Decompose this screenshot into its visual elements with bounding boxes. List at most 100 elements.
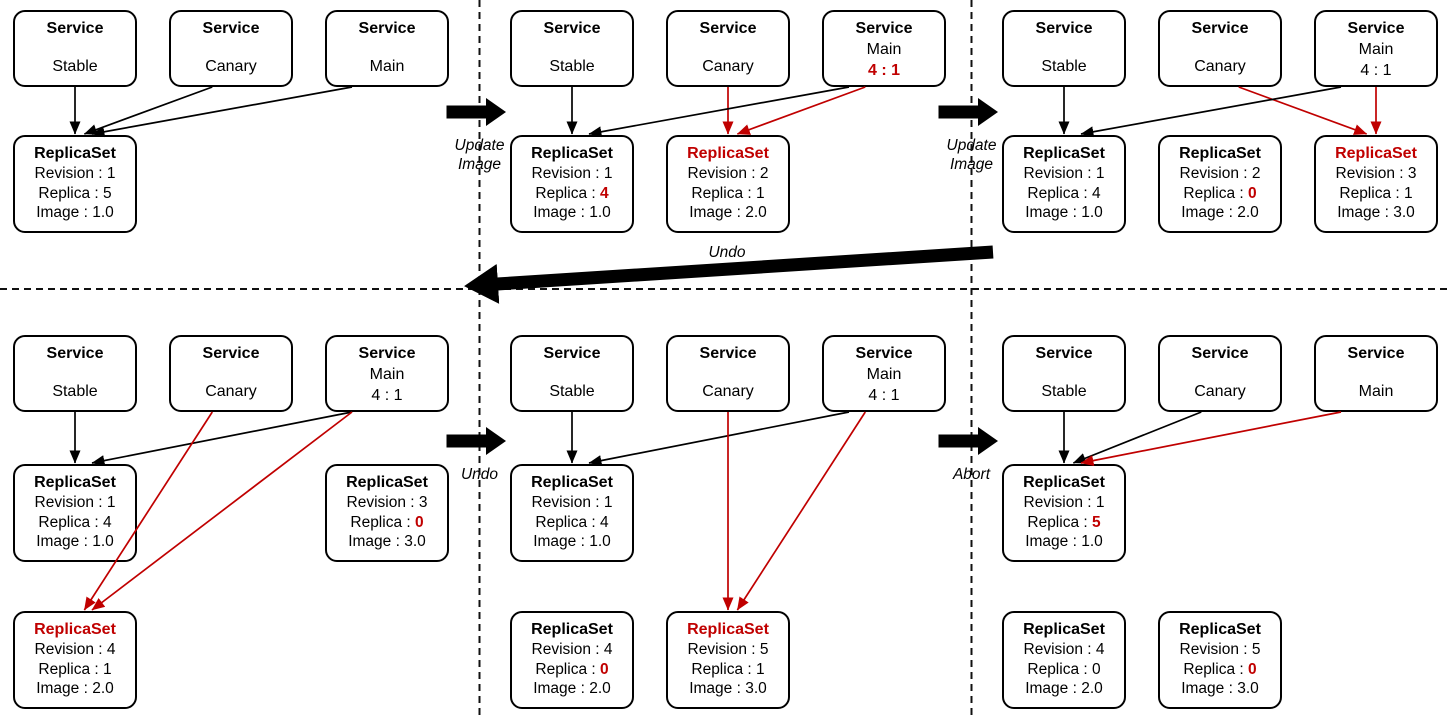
field-label: Replica : [350, 513, 415, 531]
transition-label-line: Image [949, 156, 994, 173]
field-value: 0 [1248, 184, 1257, 202]
big-undo-label: Undo [708, 244, 746, 261]
replicaset-title: ReplicaSet [1179, 145, 1261, 162]
replicaset-field: Replica : 1 [668, 660, 788, 680]
transition-label-line: Update [946, 137, 997, 154]
replicaset-field: Revision : 1 [1004, 164, 1124, 184]
service-label: Canary [1194, 58, 1246, 75]
field-value: 1.0 [92, 533, 114, 550]
field-label: Replica : [1027, 184, 1092, 202]
field-value: 4 [603, 641, 613, 658]
replicaset-field: Replica : 4 [15, 513, 135, 533]
field-label: Image : [1181, 680, 1238, 697]
field-label: Revision : [1179, 641, 1252, 658]
field-label: Image : [1025, 204, 1082, 221]
service-to-replicaset-arrow [91, 86, 353, 138]
service-labels: Main 4 : 1 [824, 364, 944, 406]
service-title: Service [202, 345, 260, 362]
field-value: 1.0 [589, 533, 611, 550]
transition-label-line: Update [454, 137, 505, 154]
replicaset-field: Image : 1.0 [1004, 532, 1124, 552]
service-to-replicaset-arrow [736, 86, 866, 135]
service-label: Stable [1041, 383, 1087, 400]
field-value: 3.0 [404, 533, 426, 550]
field-value: 4 [1092, 184, 1101, 202]
field-value: 2 [1251, 165, 1261, 182]
field-value: 2.0 [745, 204, 767, 221]
service-title: Service [46, 345, 104, 362]
field-value: 4 [106, 641, 116, 658]
transition-label-line: Abort [952, 466, 991, 483]
service-title: Service [1347, 345, 1405, 362]
service-labels: Stable [512, 56, 632, 77]
transition-label: Abort [912, 465, 1032, 484]
replicaset-field: Revision : 5 [1160, 640, 1280, 660]
field-label: Replica : [1027, 660, 1092, 678]
replicaset-title: ReplicaSet [346, 474, 428, 491]
field-label: Image : [533, 680, 590, 697]
transition-label-line: Image [457, 156, 502, 173]
replicaset-field: Image : 3.0 [1316, 203, 1436, 223]
field-label: Revision : [1023, 494, 1096, 511]
service-label: Canary [205, 58, 257, 75]
field-value: 1.0 [1081, 204, 1103, 221]
service-label: Main [866, 366, 902, 383]
replicaset-field: Replica : 5 [1004, 513, 1124, 533]
field-label: Image : [36, 533, 93, 550]
service-title: Service [1191, 20, 1249, 37]
field-value: 1.0 [589, 204, 611, 221]
field-label: Image : [1025, 680, 1082, 697]
field-label: Replica : [691, 184, 756, 202]
replicaset-title: ReplicaSet [1023, 474, 1105, 491]
field-label: Replica : [691, 660, 756, 678]
field-value: 4 [600, 184, 609, 202]
field-value: 1 [603, 494, 613, 511]
replicaset-field: Replica : 0 [512, 660, 632, 680]
field-value: 2 [759, 165, 769, 182]
field-value: 1 [1095, 165, 1105, 182]
replicaset-title: ReplicaSet [1023, 621, 1105, 638]
service-title: Service [202, 20, 260, 37]
field-value: 0 [415, 513, 424, 531]
replicaset-title: ReplicaSet [34, 145, 116, 162]
field-label: Revision : [531, 641, 604, 658]
field-label: Replica : [1339, 184, 1404, 202]
field-value: 2.0 [92, 680, 114, 697]
service-title: Service [699, 345, 757, 362]
field-label: Image : [36, 204, 93, 221]
replicaset-field: Replica : 1 [15, 660, 135, 680]
field-label: Image : [689, 680, 746, 697]
service-labels: Canary [668, 381, 788, 402]
service-to-replicaset-arrow [588, 86, 850, 138]
replicaset-field: Revision : 3 [327, 493, 447, 513]
field-value: 1 [103, 660, 112, 678]
field-label: Image : [36, 680, 93, 697]
replicaset-field: Replica : 5 [15, 184, 135, 204]
replicaset-field: Image : 1.0 [15, 532, 135, 552]
field-label: Revision : [531, 494, 604, 511]
replicaset-field: Revision : 2 [1160, 164, 1280, 184]
field-value: 3.0 [1237, 680, 1259, 697]
service-title: Service [46, 20, 104, 37]
replicaset-field: Revision : 1 [15, 164, 135, 184]
service-label: Stable [549, 58, 595, 75]
replicaset-title: ReplicaSet [1023, 145, 1105, 162]
field-value: 0 [1248, 660, 1257, 678]
replicaset-field: Replica : 0 [1160, 660, 1280, 680]
replicaset-field: Revision : 4 [15, 640, 135, 660]
service-label: 4 : 1 [868, 387, 900, 404]
